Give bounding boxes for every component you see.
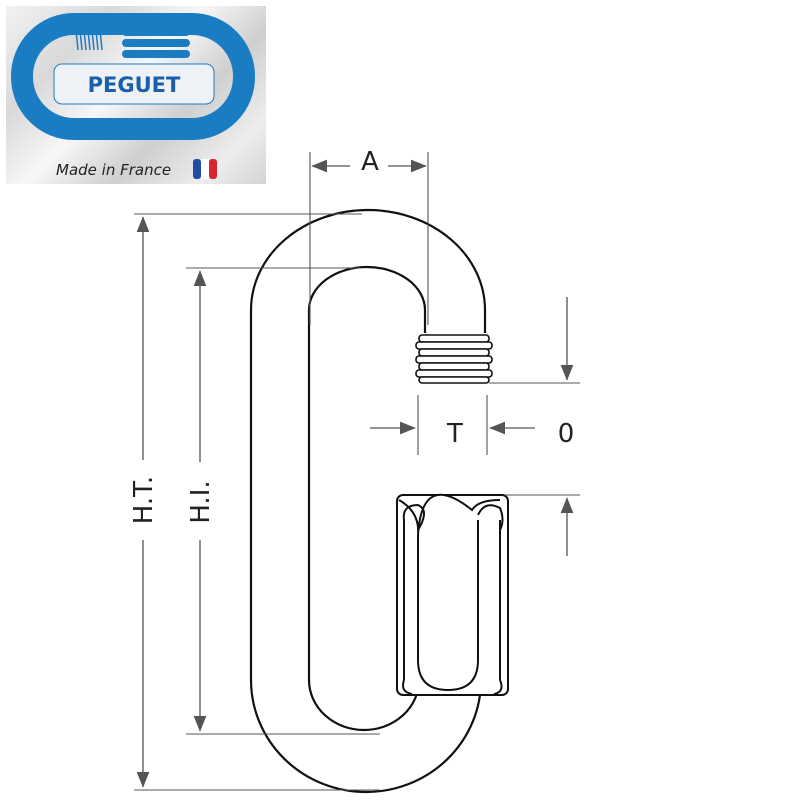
dim-ht-label: H.T. — [129, 476, 159, 524]
dim-o-label: 0 — [558, 419, 575, 449]
logo-thread-icon — [75, 29, 103, 51]
logo-ring — [11, 13, 255, 140]
link-inner-contour — [307, 265, 427, 732]
link-outer-contour — [249, 208, 487, 794]
dimension-lines — [134, 152, 580, 791]
french-flag-icon — [193, 159, 217, 179]
logo-brand-text: PEGUET — [88, 73, 181, 97]
peguet-logo: PEGUET Made in France — [11, 13, 255, 179]
dim-hi-label: H.I. — [186, 480, 216, 523]
logo-tagline: Made in France — [56, 161, 171, 179]
nut-facets — [398, 493, 501, 536]
dim-t-label: T — [446, 419, 463, 449]
logo-ring-inner — [53, 63, 215, 105]
hex-nut — [396, 493, 509, 696]
quick-link-body — [249, 208, 487, 794]
dim-a-label: A — [361, 147, 379, 177]
thread-section — [415, 334, 493, 384]
nut-body — [396, 494, 509, 696]
logo-nut-icon — [122, 28, 190, 58]
